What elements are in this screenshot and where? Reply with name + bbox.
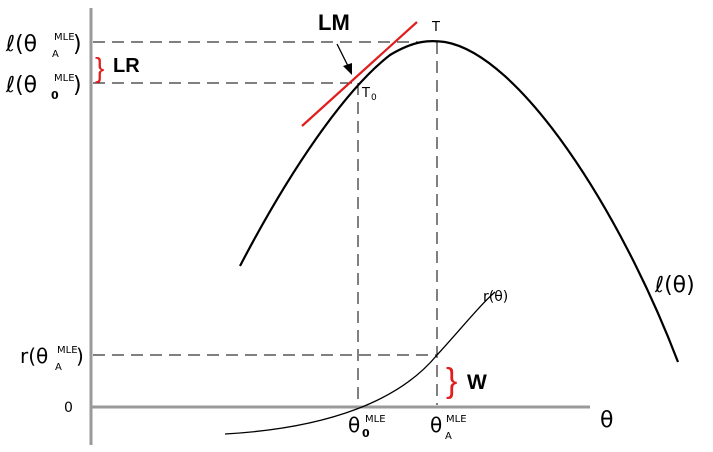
theta-0-sub: 0 — [362, 427, 370, 440]
theta-A-sub: A — [445, 431, 452, 442]
ell-0-label: ℓ(θ — [5, 73, 37, 98]
ell-0-sub: 0 — [51, 89, 59, 102]
point-T0-label: T — [361, 86, 370, 101]
lm-tangent-line — [301, 21, 418, 127]
lm-arrow-shaft — [336, 43, 350, 69]
log-likelihood-curve — [239, 39, 680, 363]
lm-arrow-head — [343, 63, 352, 75]
lm-label: LM — [318, 10, 350, 35]
w-label: W — [467, 371, 487, 394]
theta-0-sup: MLE — [365, 414, 386, 425]
r-A-sub: A — [55, 362, 62, 373]
ell-A-sup: MLE — [54, 32, 75, 43]
ell-0-sup: MLE — [54, 73, 75, 84]
ell-A-close: ) — [73, 32, 82, 57]
point-T0-sub: 0 — [371, 93, 377, 103]
point-T-label: T — [431, 20, 440, 35]
theta-0-label: θ — [348, 413, 360, 437]
w-brace: } — [446, 362, 457, 400]
theta-axis-label: θ — [600, 408, 613, 433]
ell-A-label: ℓ(θ — [5, 32, 37, 57]
lr-brace: } — [95, 52, 104, 83]
restriction-curve — [224, 291, 496, 435]
lr-label: LR — [113, 55, 140, 77]
ell-theta-label: ℓ(θ) — [654, 273, 695, 298]
r-theta-label: r(θ) — [483, 289, 508, 305]
ell-A-sub: A — [52, 49, 59, 60]
theta-A-label: θ — [430, 413, 442, 437]
theta-A-sup: MLE — [446, 414, 467, 425]
r-A-sup: MLE — [57, 345, 78, 356]
r-A-close: ) — [76, 344, 84, 368]
ell-0-close: ) — [73, 73, 82, 98]
r-A-label: r(θ — [20, 344, 48, 368]
origin-zero: 0 — [64, 400, 73, 416]
